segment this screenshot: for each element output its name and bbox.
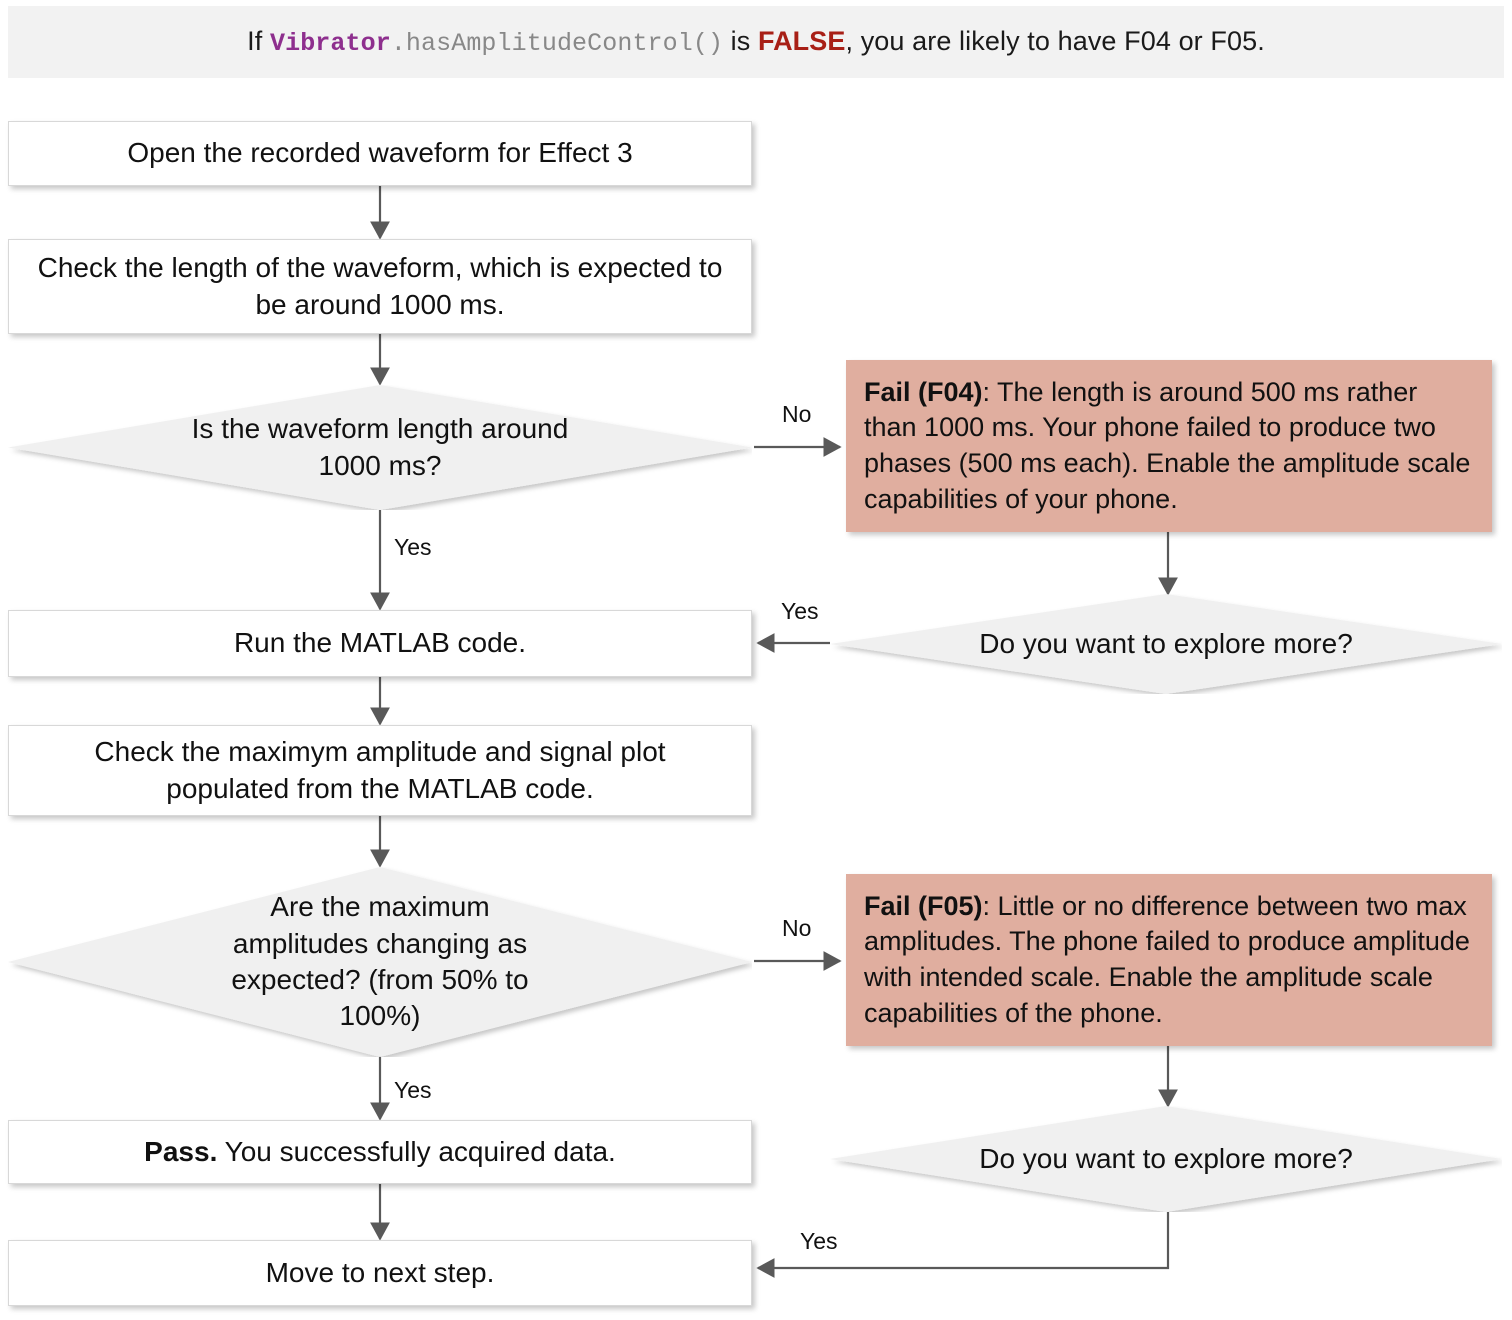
node-open-waveform[interactable]: Open the recorded waveform for Effect 3: [8, 121, 752, 186]
node-check-amplitude[interactable]: Check the maximym amplitude and signal p…: [8, 725, 752, 816]
banner-method-token: .hasAmplitudeControl(): [390, 29, 724, 58]
node-run-matlab-label: Run the MATLAB code.: [233, 627, 527, 659]
banner-prefix: If: [247, 26, 270, 56]
edge-label-length-no: No: [782, 401, 812, 427]
header-banner-text: If Vibrator.hasAmplitudeControl() is FAL…: [247, 26, 1265, 58]
edge-label-explore-bottom-yes: Yes: [800, 1228, 838, 1254]
decision-diamond-shape: [830, 1106, 1502, 1212]
node-check-length-label: Check the length of the waveform, which …: [37, 252, 723, 320]
banner-mid: is: [723, 26, 758, 56]
banner-class-token: Vibrator: [269, 29, 391, 58]
node-pass-text: Pass. You successfully acquired data.: [144, 1134, 616, 1170]
edge-label-length-yes: Yes: [394, 534, 432, 560]
node-pass-title: Pass.: [144, 1135, 218, 1167]
node-check-amplitude-label: Check the maximym amplitude and signal p…: [94, 736, 666, 804]
node-next-step-label: Move to next step.: [265, 1256, 495, 1288]
decision-diamond-shape: [830, 594, 1502, 694]
edge-label-amplitude-no: No: [782, 915, 812, 941]
node-pass-body: You successfully acquired data.: [217, 1135, 616, 1167]
node-check-length[interactable]: Check the length of the waveform, which …: [8, 239, 752, 334]
node-explore-more-bottom[interactable]: Do you want to explore more?: [830, 1106, 1502, 1212]
node-fail-f05-text: Fail (F05): Little or no difference betw…: [864, 889, 1476, 1032]
decision-diamond-shape: [8, 867, 752, 1057]
banner-false-token: FALSE: [757, 26, 846, 56]
edge-label-amplitude-yes: Yes: [394, 1077, 432, 1103]
node-pass[interactable]: Pass. You successfully acquired data.: [8, 1120, 752, 1184]
node-fail-f04-title: Fail (F04): [864, 376, 983, 407]
banner-suffix: , you are likely to have F04 or F05.: [845, 26, 1265, 56]
node-open-waveform-label: Open the recorded waveform for Effect 3: [127, 137, 633, 169]
node-fail-f05-body: : Little or no difference between two ma…: [864, 890, 1470, 1028]
node-run-matlab[interactable]: Run the MATLAB code.: [8, 610, 752, 677]
header-banner: If Vibrator.hasAmplitudeControl() is FAL…: [8, 6, 1504, 78]
node-explore-more-top[interactable]: Do you want to explore more?: [830, 594, 1502, 694]
node-fail-f04-text: Fail (F04): The length is around 500 ms …: [864, 375, 1476, 518]
node-decide-amplitudes[interactable]: Are the maximum amplitudes changing as e…: [8, 867, 752, 1057]
edge-label-explore-top-yes: Yes: [781, 598, 819, 624]
node-fail-f04[interactable]: Fail (F04): The length is around 500 ms …: [846, 360, 1492, 532]
decision-diamond-shape: [8, 385, 752, 510]
node-next-step[interactable]: Move to next step.: [8, 1240, 752, 1306]
node-fail-f05[interactable]: Fail (F05): Little or no difference betw…: [846, 874, 1492, 1046]
node-fail-f04-body: : The length is around 500 ms rather tha…: [864, 376, 1471, 514]
node-decide-waveform-length[interactable]: Is the waveform length around 1000 ms?: [8, 385, 752, 510]
node-fail-f05-title: Fail (F05): [864, 890, 983, 921]
